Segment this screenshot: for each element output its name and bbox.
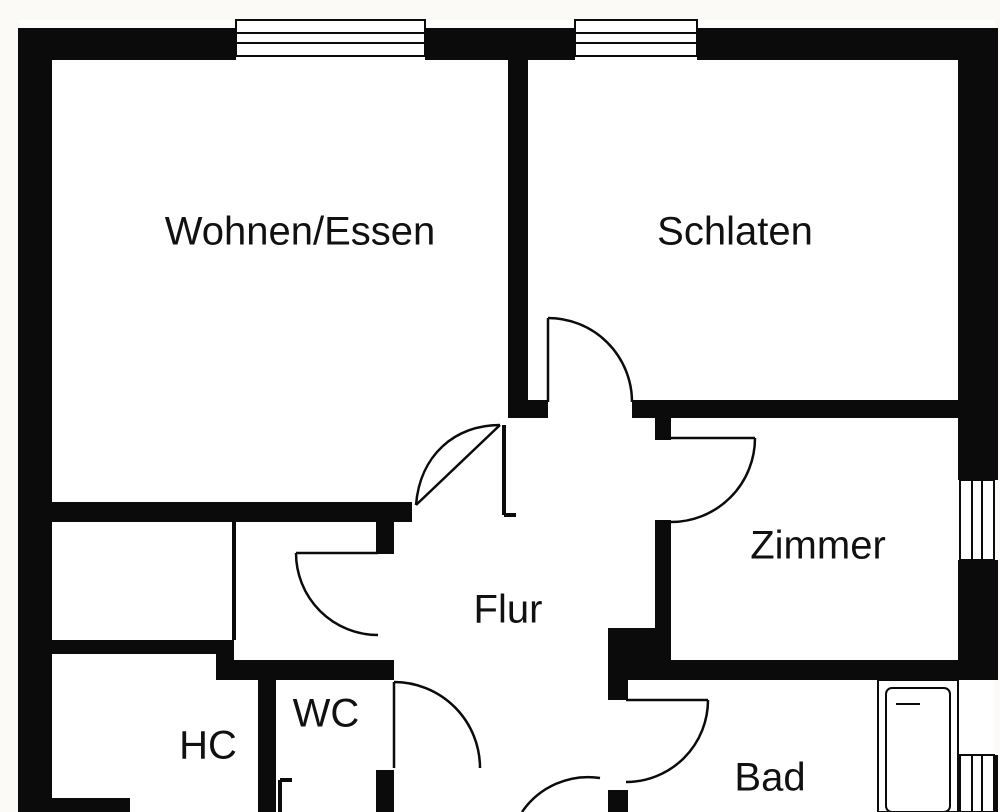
thin-partitions: [232, 425, 516, 812]
door-zimmer[interactable]: [670, 436, 757, 524]
door-entrance[interactable]: [520, 775, 601, 812]
bathtub: [877, 679, 959, 812]
interior-walls: [48, 55, 962, 812]
door-wohnen[interactable]: [414, 423, 501, 506]
room-label-hc: HC: [179, 724, 237, 768]
room-label-bad: Bad: [734, 756, 805, 800]
window-right-bad: [959, 754, 995, 812]
room-label-flur: Flur: [474, 588, 543, 632]
room-label-wc: WC: [293, 692, 360, 736]
window-top-right: [574, 19, 698, 57]
door-abstellraum[interactable]: [294, 551, 379, 637]
room-label-schlafen: Schlaten: [657, 210, 813, 254]
door-wc[interactable]: [392, 680, 482, 769]
window-right-zimmer: [959, 479, 995, 561]
room-label-wohnen: Wohnen/Essen: [165, 210, 436, 254]
door-bad[interactable]: [625, 698, 710, 784]
window-top-left: [235, 19, 426, 57]
door-schlafen[interactable]: [546, 316, 634, 403]
room-label-zimmer: Zimmer: [750, 524, 886, 568]
